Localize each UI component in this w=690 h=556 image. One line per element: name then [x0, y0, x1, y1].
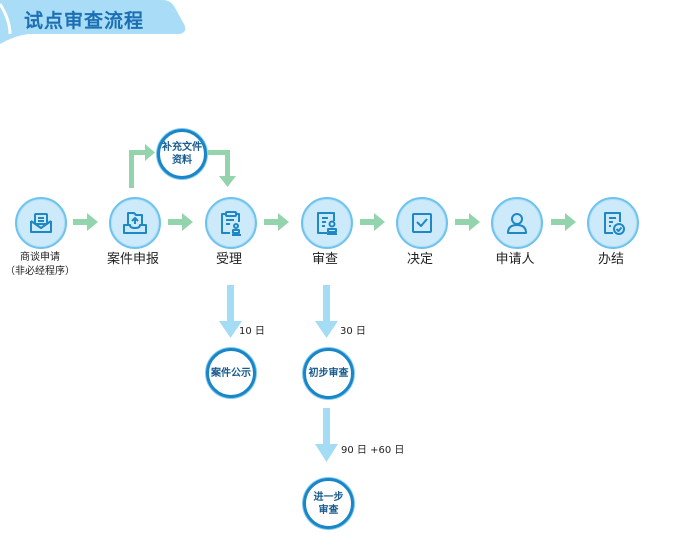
arrow-accept-publicity	[219, 285, 242, 338]
step-applicant-node[interactable]	[491, 197, 543, 249]
further-label-line1: 进一步	[313, 491, 344, 503]
folder-upload-icon	[123, 212, 147, 234]
supplement-documents-node[interactable]: 补充文件 资料	[157, 129, 207, 179]
header-banner	[0, 0, 186, 44]
preliminary-duration: 30 日	[340, 326, 366, 337]
arrow-submit-accept	[168, 213, 193, 231]
arrow-applicant-complete	[551, 213, 576, 231]
arrow-accept-review	[264, 213, 289, 231]
main-arrows	[73, 213, 576, 231]
down-arrows	[219, 285, 338, 462]
step-consult-node[interactable]	[15, 197, 67, 249]
step-consult-note: （非必经程序）	[5, 266, 75, 277]
step-complete-label: 办结	[597, 252, 624, 267]
page-title: 试点审查流程	[24, 10, 145, 32]
step-submit-node[interactable]	[109, 197, 161, 249]
checkbox-icon	[412, 213, 432, 233]
publicity-label: 案件公示	[211, 367, 251, 379]
step-accept-label: 受理	[215, 252, 242, 267]
arrow-consult-submit	[73, 213, 98, 231]
step-accept-node[interactable]	[205, 197, 257, 249]
document-check-icon	[604, 212, 625, 235]
publicity-duration: 10 日	[239, 326, 265, 337]
arrow-decision-applicant	[455, 213, 480, 231]
envelope-icon	[30, 213, 52, 233]
further-review-node[interactable]: 进一步 审查	[303, 478, 354, 529]
supplement-loop	[129, 144, 236, 188]
step-review-node[interactable]	[301, 197, 353, 249]
clipboard-stamp-icon	[221, 211, 241, 236]
publicity-node[interactable]: 案件公示	[206, 348, 256, 398]
supplement-label-line1: 补充文件	[162, 142, 202, 153]
arrow-preliminary-further	[315, 408, 338, 462]
step-applicant-label: 申请人	[495, 252, 535, 267]
step-consult-title: 商谈申请	[20, 252, 60, 263]
step-decision-node[interactable]	[396, 197, 448, 249]
supplement-label-line2: 资料	[172, 155, 192, 166]
arrow-review-preliminary	[315, 285, 338, 338]
preliminary-review-node[interactable]: 初步审查	[303, 348, 354, 399]
step-review-label: 审查	[311, 252, 338, 267]
further-label-line2: 审查	[318, 504, 339, 516]
preliminary-label: 初步审查	[308, 368, 349, 379]
further-duration: 90 日 +60 日	[341, 445, 405, 456]
document-stamp-icon	[317, 212, 337, 235]
step-complete-node[interactable]	[587, 197, 639, 249]
arrow-review-decision	[360, 213, 385, 231]
step-consult-label: 商谈申请 （非必经程序）	[0, 251, 80, 279]
step-decision-label: 决定	[406, 252, 433, 267]
step-submit-label: 案件申报	[106, 252, 159, 267]
user-icon	[507, 213, 527, 234]
